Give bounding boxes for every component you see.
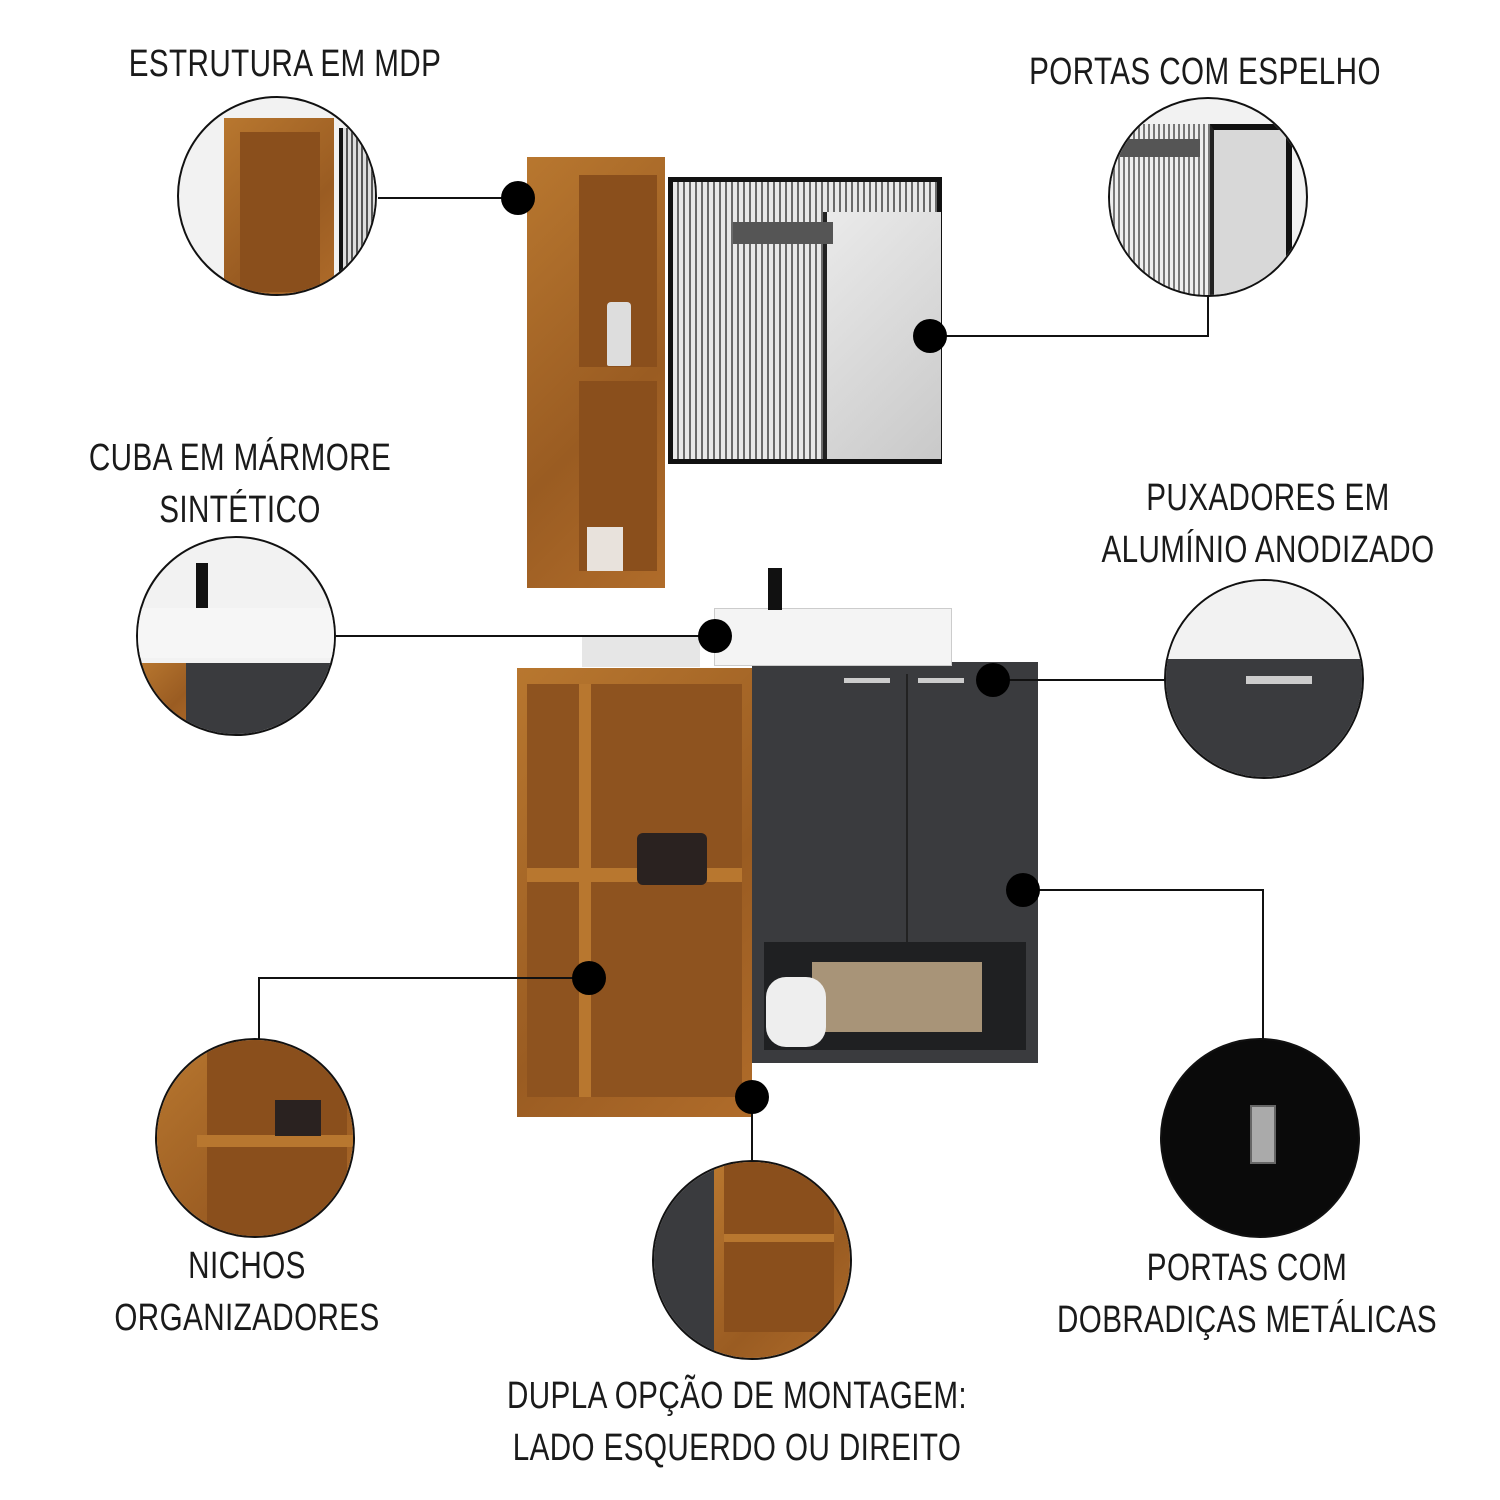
label-line: PORTAS COM	[1146, 1247, 1348, 1289]
label-line: ORGANIZADORES	[114, 1297, 380, 1339]
label-puxadores: PUXADORES EM ALUMÍNIO ANODIZADO	[1034, 472, 1500, 576]
connector-line	[1207, 297, 1209, 337]
tall-shelf	[527, 157, 665, 588]
connector-line	[378, 197, 518, 199]
connector-line	[336, 635, 716, 637]
detail-circle-niches	[155, 1038, 355, 1238]
label-cuba-marmore: CUBA EM MÁRMORE SINTÉTICO	[6, 432, 474, 536]
detail-circle-mdp	[177, 96, 377, 296]
label-line: SINTÉTICO	[159, 489, 321, 531]
faucet	[768, 568, 782, 610]
hotspot-dot	[572, 961, 606, 995]
detail-circle-mounting	[652, 1160, 852, 1360]
label-line: PUXADORES EM	[1146, 477, 1390, 519]
label-line: DUPLA OPÇÃO DE MONTAGEM:	[506, 1375, 968, 1417]
connector-line	[258, 977, 589, 979]
detail-circle-handles	[1164, 579, 1364, 779]
mirror-cabinet	[668, 177, 942, 464]
label-line: PORTAS COM ESPELHO	[1029, 51, 1381, 93]
label-line: LADO ESQUERDO OU DIREITO	[512, 1427, 962, 1469]
countertop-box	[582, 635, 700, 667]
label-line: CUBA EM MÁRMORE	[88, 437, 392, 479]
hotspot-dot	[698, 619, 732, 653]
label-estrutura-mdp: ESTRUTURA EM MDP	[51, 38, 519, 90]
hotspot-dot	[1006, 873, 1040, 907]
connector-line	[751, 1097, 753, 1160]
vanity-side-shelf	[517, 668, 752, 1117]
connector-line	[930, 335, 1209, 337]
label-dobradicas: PORTAS COM DOBRADIÇAS METÁLICAS	[1013, 1242, 1481, 1346]
connector-line	[993, 679, 1165, 681]
sink-basin	[714, 608, 952, 666]
hotspot-dot	[501, 181, 535, 215]
label-line: NICHOS	[188, 1245, 306, 1287]
connector-line	[1023, 889, 1264, 891]
label-line: ALUMÍNIO ANODIZADO	[1101, 529, 1435, 571]
vanity-cabinet	[752, 662, 1038, 1063]
label-dupla-opcao: DUPLA OPÇÃO DE MONTAGEM: LADO ESQUERDO OU…	[503, 1370, 971, 1474]
detail-circle-sink	[136, 536, 336, 736]
detail-circle-mirror	[1108, 97, 1308, 297]
hotspot-dot	[913, 319, 947, 353]
label-line: ESTRUTURA EM MDP	[128, 43, 442, 85]
label-portas-espelho: PORTAS COM ESPELHO	[971, 46, 1439, 98]
label-line: DOBRADIÇAS METÁLICAS	[1056, 1299, 1438, 1341]
label-nichos: NICHOS ORGANIZADORES	[13, 1240, 481, 1344]
connector-line	[1262, 889, 1264, 1039]
hotspot-dot	[735, 1080, 769, 1114]
connector-line	[258, 977, 260, 1039]
hotspot-dot	[976, 663, 1010, 697]
detail-circle-hinges	[1160, 1038, 1360, 1238]
